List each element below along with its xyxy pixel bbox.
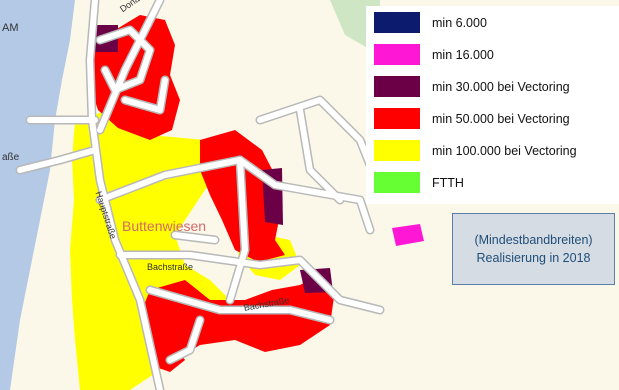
legend-swatch-ftth	[374, 172, 420, 193]
info-box: (Mindestbandbreiten) Realisierung in 201…	[452, 213, 615, 285]
street-label-left: aße	[2, 152, 20, 163]
legend-swatch-100000	[374, 140, 420, 161]
legend-swatch-50000	[374, 108, 420, 129]
legend-item-100000: min 100.000 bei Vectoring	[374, 140, 577, 161]
legend-label-50000: min 50.000 bei Vectoring	[432, 111, 570, 126]
bachstrasse-label-1: Bachstraße	[147, 262, 194, 272]
legend-swatch-30000	[374, 76, 420, 97]
legend-swatch-16000	[374, 44, 420, 65]
legend-item-50000: min 50.000 bei Vectoring	[374, 108, 570, 129]
legend-label-6000: min 6.000	[432, 15, 487, 30]
legend-label-16000: min 16.000	[432, 47, 494, 62]
legend-label-30000: min 30.000 bei Vectoring	[432, 79, 570, 94]
legend-item-6000: min 6.000	[374, 12, 487, 33]
map-label-top-left: AM	[2, 22, 19, 34]
legend-item-30000: min 30.000 bei Vectoring	[374, 76, 570, 97]
town-label-buttenwiesen: Buttenwiesen	[122, 218, 207, 234]
coverage-16000	[392, 224, 424, 246]
info-box-line-1: (Mindestbandbreiten)	[474, 233, 593, 247]
road-network	[15, 0, 385, 390]
red-zone-south	[140, 275, 335, 360]
legend-swatch-6000	[374, 12, 420, 33]
legend-label-ftth: FTTH	[432, 175, 464, 190]
legend-item-ftth: FTTH	[374, 172, 464, 193]
info-box-line-2: Realisierung in 2018	[476, 251, 591, 265]
map-legend: min 6.000 min 16.000 min 30.000 bei Vect…	[366, 6, 619, 204]
river-area	[0, 0, 75, 390]
legend-item-16000: min 16.000	[374, 44, 494, 65]
legend-label-100000: min 100.000 bei Vectoring	[432, 143, 577, 158]
